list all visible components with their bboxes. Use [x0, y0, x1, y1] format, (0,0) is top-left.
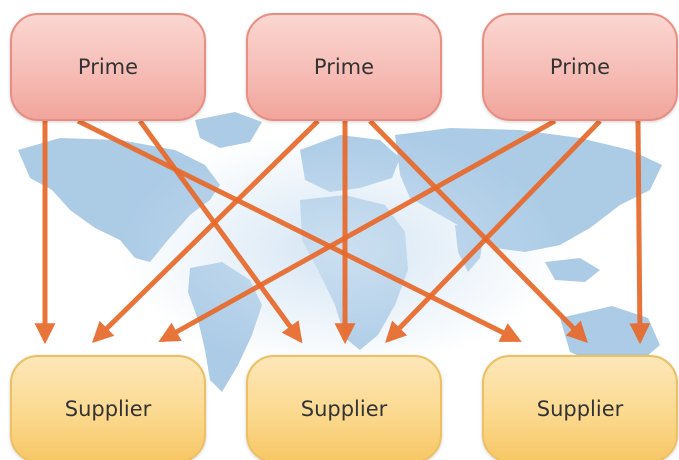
supplier-node-1[interactable]: Supplier	[10, 355, 206, 460]
connection-arrow-2	[137, 119, 303, 344]
prime-node-label: Prime	[313, 55, 375, 79]
supplier-node-label: Supplier	[64, 397, 152, 421]
prime-node-2[interactable]: Prime	[246, 13, 442, 121]
continent-greenland	[195, 112, 262, 148]
connection-arrow-8	[385, 119, 602, 344]
supplier-node-label: Supplier	[536, 397, 624, 421]
prime-node-label: Prime	[77, 55, 139, 79]
prime-node-1[interactable]: Prime	[10, 13, 206, 121]
connection-arrow-3	[76, 118, 522, 343]
continent-southeast-asia	[545, 258, 600, 282]
supplier-node-2[interactable]: Supplier	[246, 355, 442, 460]
supplier-node-3[interactable]: Supplier	[482, 355, 678, 460]
prime-node-3[interactable]: Prime	[482, 13, 678, 121]
connection-arrow-9	[629, 120, 651, 345]
supplier-node-label: Supplier	[300, 397, 388, 421]
prime-node-label: Prime	[549, 55, 611, 79]
connection-arrow-7	[158, 118, 557, 343]
connection-arrow-4	[92, 119, 320, 343]
connection-arrow-6	[368, 119, 588, 343]
